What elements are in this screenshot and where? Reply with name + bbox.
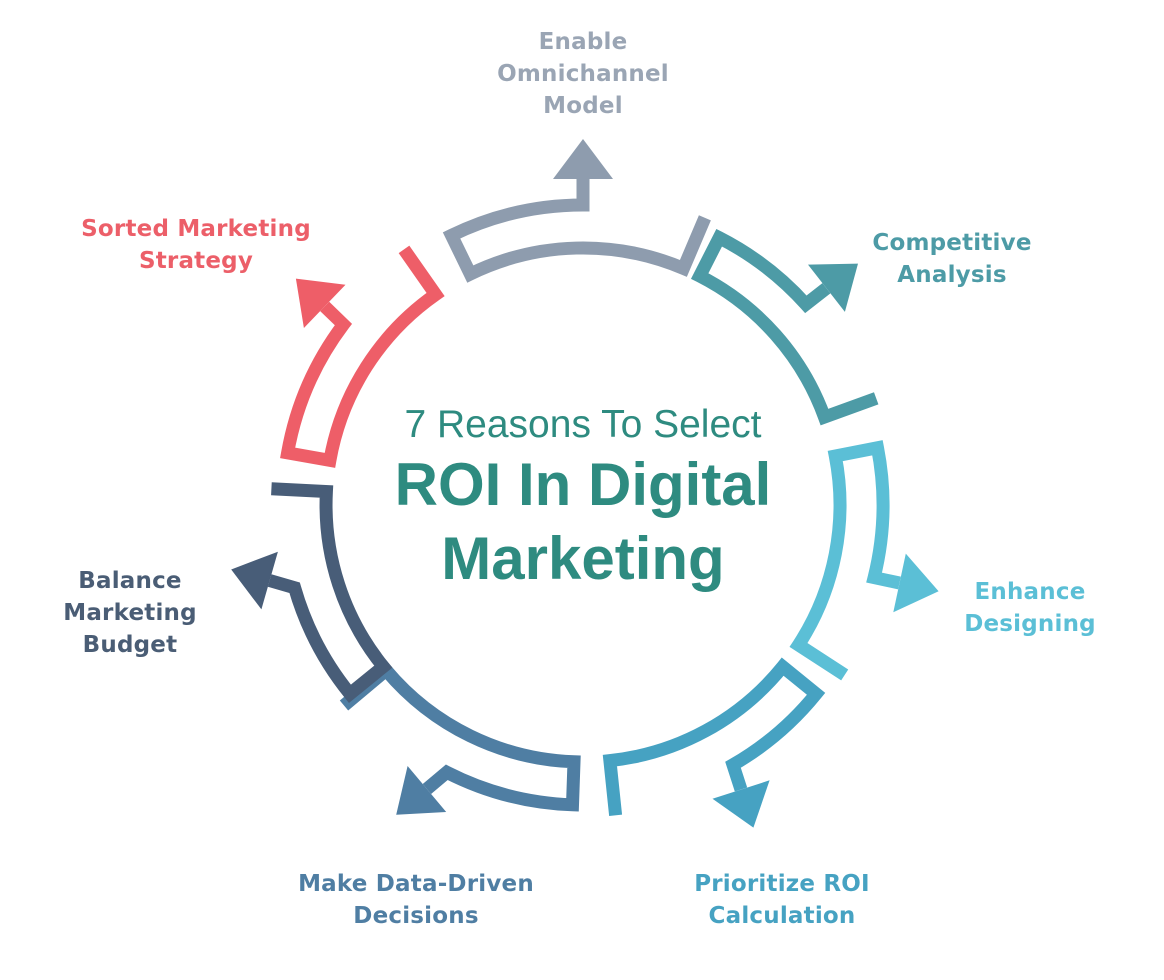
segment-prioritize-roi-calculation	[602, 657, 826, 828]
reason-label-line: Enable	[538, 29, 628, 55]
reason-label-line: Designing	[964, 611, 1096, 637]
segment-enhance-designing	[789, 440, 939, 681]
reason-label-line: Omnichannel	[497, 61, 669, 87]
center-title: 7 Reasons To Select ROI In Digital Marke…	[395, 402, 772, 596]
segment-outline	[267, 482, 393, 703]
arrow-head-icon	[712, 780, 770, 828]
reason-label-line: Strategy	[138, 248, 254, 274]
reason-label-line: Enhance	[974, 579, 1086, 605]
segment-make-data-driven-decisions	[339, 661, 581, 815]
arrow-head-icon	[808, 263, 858, 312]
arrow-head-icon	[553, 139, 613, 179]
segment-outline	[280, 245, 445, 468]
reason-label-line: Analysis	[897, 262, 1007, 288]
reason-label-line: Balance	[78, 568, 182, 594]
segment-balance-marketing-budget	[231, 482, 393, 703]
title-subtitle: 7 Reasons To Select	[404, 403, 762, 446]
title-main-line2: Marketing	[441, 525, 725, 592]
reason-label-line: Model	[543, 93, 623, 119]
reason-label-prioritize-roi-calculation: Prioritize ROI Calculation	[694, 868, 870, 932]
segment-enable-omnichannel-model	[442, 139, 711, 283]
segment-outline	[602, 657, 826, 816]
reason-label-line: Budget	[82, 632, 178, 658]
segment-outline	[339, 661, 581, 812]
arrow-head-icon	[396, 766, 447, 815]
segment-outline	[442, 179, 711, 283]
reason-label-line: Sorted Marketing	[81, 216, 311, 242]
segment-competitive-analysis	[690, 228, 879, 426]
arrow-head-icon	[893, 553, 939, 613]
segment-outline	[690, 228, 879, 426]
reason-label-line: Prioritize ROI	[694, 871, 870, 897]
title-main-line1: ROI In Digital	[394, 451, 772, 518]
segment-outline	[789, 440, 901, 681]
reason-label-line: Decisions	[353, 903, 479, 929]
reason-label-line: Calculation	[708, 903, 856, 929]
arrow-head-icon	[231, 551, 278, 610]
arrow-head-icon	[295, 278, 346, 328]
reason-label-line: Marketing	[63, 600, 197, 626]
reason-label-line: Competitive	[872, 230, 1032, 256]
segment-sorted-marketing-strategy	[280, 245, 445, 468]
reason-label-line: Make Data-Driven	[298, 871, 534, 897]
